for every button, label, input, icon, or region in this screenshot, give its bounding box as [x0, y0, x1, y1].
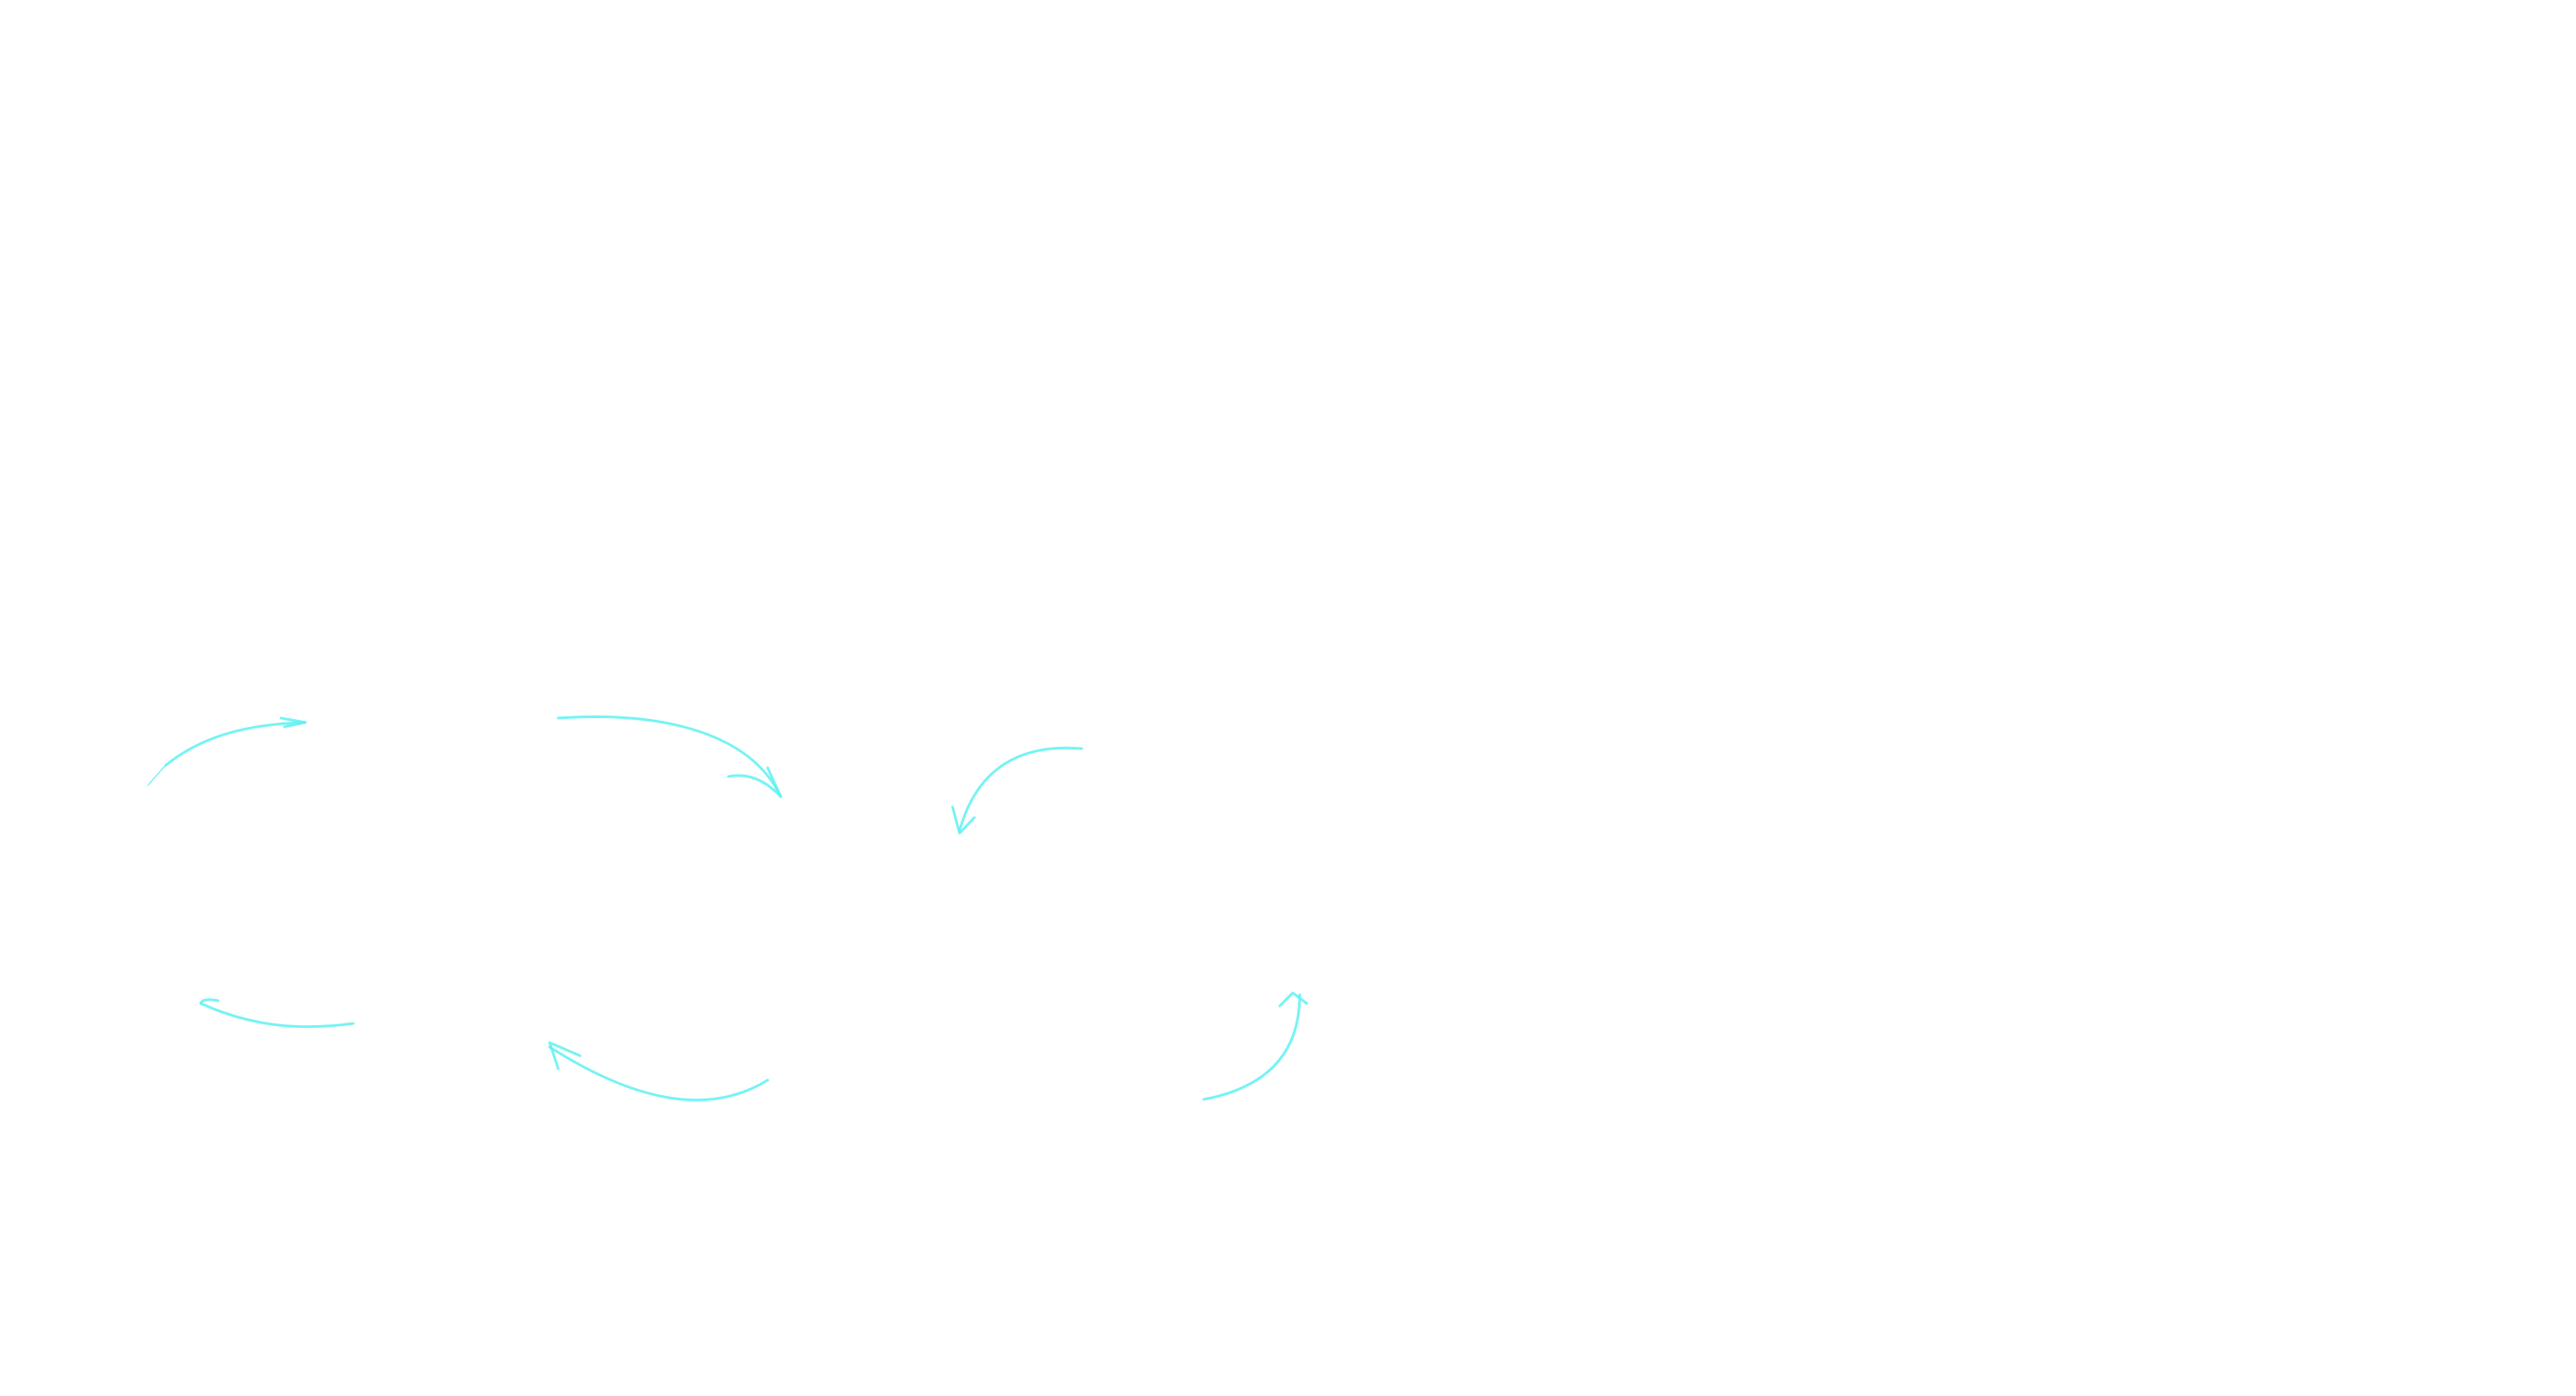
curved-arrow-icon — [199, 998, 355, 1029]
curved-arrow-icon — [548, 1041, 769, 1102]
curved-arrow-icon — [951, 746, 1083, 835]
curved-arrow-icon — [147, 716, 307, 786]
curved-arrow-icon — [1202, 991, 1308, 1101]
curved-arrow-icon — [557, 715, 782, 798]
